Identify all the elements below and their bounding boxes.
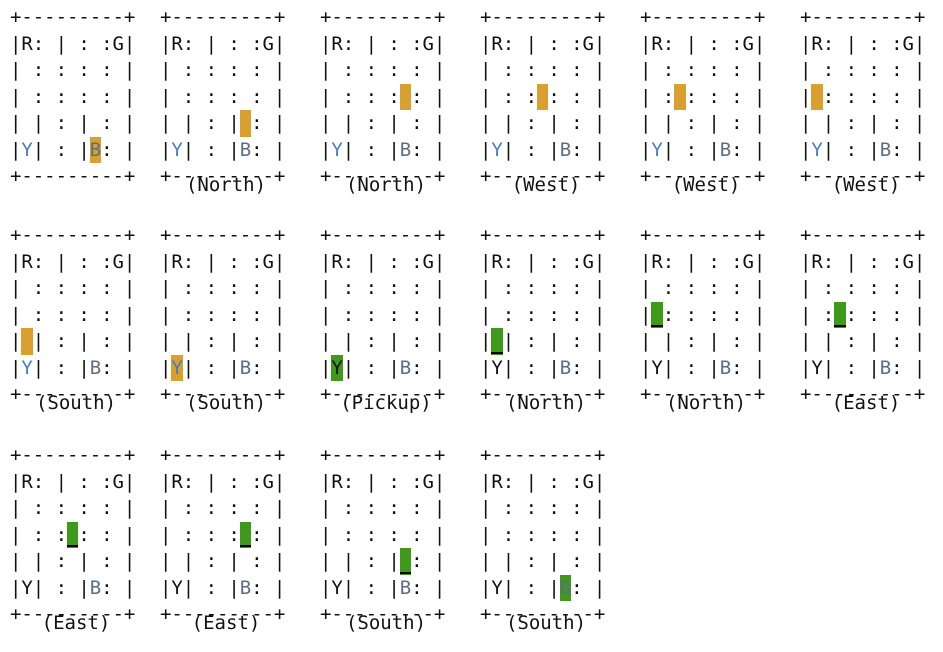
action-caption: (North) bbox=[185, 174, 267, 196]
action-caption: (West) bbox=[831, 174, 901, 196]
taxi-grid: +---------+|R: | : :G|| : : : : || : : :… bbox=[160, 444, 286, 625]
taxi-with-passenger: B bbox=[559, 574, 571, 601]
taxi-grid: +---------+|R: | : :G|| : : : : || : : :… bbox=[320, 444, 446, 625]
destination-location: B bbox=[89, 356, 102, 379]
passenger-location: Y bbox=[651, 138, 663, 161]
taxi-grid: +---------+|R: | : :G|| : : : : || : : :… bbox=[10, 224, 136, 405]
frame-16: +---------+|R: | : :G|| : : : : || : : :… bbox=[480, 442, 612, 647]
destination-location: B bbox=[879, 138, 892, 161]
taxi-grid: +---------+|R: | : :G|| : : : : || : : :… bbox=[800, 6, 926, 187]
destination-location: B bbox=[399, 576, 412, 599]
taxi-grid: +---------+|R: | : :G|| : : : : || : : :… bbox=[800, 224, 926, 405]
destination-location: B bbox=[399, 356, 412, 379]
frame-8: +---------+|R: | : :G|| : : : : || : : :… bbox=[160, 222, 292, 427]
destination-location: B bbox=[239, 138, 252, 161]
frame-7: +---------+|R: | : :G|| : : : : || : : :… bbox=[10, 222, 142, 427]
taxi-grid: +---------+|R: | : :G|| : : : : || : : :… bbox=[160, 6, 286, 187]
frame-13: +---------+|R: | : :G|| : : : : || : : :… bbox=[10, 442, 142, 647]
frame-12: +---------+|R: | : :G|| : : : : || : : :… bbox=[800, 222, 932, 427]
taxi-grid: +---------+|R: | : :G|| : : : : || : : :… bbox=[480, 224, 606, 405]
taxi-empty bbox=[399, 83, 412, 110]
taxi-empty bbox=[536, 83, 549, 110]
passenger-location: Y bbox=[331, 138, 343, 161]
destination-location: B bbox=[559, 356, 572, 379]
taxi-grid: +---------+|R: | : :G|| : : : : || : : :… bbox=[10, 444, 136, 625]
frame-10: +---------+|R: | : :G|| : : : : || : : :… bbox=[480, 222, 612, 427]
action-caption: (Pickup) bbox=[340, 392, 432, 414]
passenger-location: Y bbox=[811, 138, 823, 161]
taxi-with-passenger bbox=[239, 521, 252, 548]
taxi-grid: +---------+|R: | : :G|| : : : : || : : :… bbox=[480, 444, 606, 625]
destination-location: B bbox=[399, 138, 412, 161]
destination-location: B bbox=[719, 356, 732, 379]
frame-6: +---------+|R: | : :G|| : : : : || : : :… bbox=[800, 4, 932, 209]
taxi-with-passenger bbox=[66, 521, 79, 548]
frame-4: +---------+|R: | : :G|| : : : : || : : :… bbox=[480, 4, 612, 209]
action-caption: (South) bbox=[185, 392, 267, 414]
taxi-empty bbox=[674, 83, 686, 110]
taxi-empty: B bbox=[89, 136, 101, 163]
action-caption: (South) bbox=[35, 392, 117, 414]
action-caption: (North) bbox=[505, 392, 587, 414]
frame-14: +---------+|R: | : :G|| : : : : || : : :… bbox=[160, 442, 292, 647]
taxi-grid: +---------+|R: | : :G|| : : : : || : : :… bbox=[10, 6, 136, 187]
taxi-with-passenger: Y bbox=[331, 354, 343, 381]
action-caption: (South) bbox=[345, 612, 427, 634]
destination-location: B bbox=[239, 356, 252, 379]
taxi-grid: +---------+|R: | : :G|| : : : : || : : :… bbox=[640, 224, 766, 405]
frame-9: +---------+|R: | : :G|| : : : : || : : :… bbox=[320, 222, 452, 427]
action-caption: (East) bbox=[41, 612, 111, 634]
destination-location: B bbox=[559, 138, 572, 161]
taxi-with-passenger bbox=[399, 548, 412, 575]
destination-location: B bbox=[89, 576, 102, 599]
frame-3: +---------+|R: | : :G|| : : : : || : : :… bbox=[320, 4, 452, 209]
taxi-grid: +---------+|R: | : :G|| : : : : || : : :… bbox=[320, 224, 446, 405]
frame-11: +---------+|R: | : :G|| : : : : || : : :… bbox=[640, 222, 772, 427]
action-caption: (West) bbox=[671, 174, 741, 196]
passenger-location: Y bbox=[171, 138, 183, 161]
taxi-grid: +---------+|R: | : :G|| : : : : || : : :… bbox=[320, 6, 446, 187]
taxi-with-passenger bbox=[834, 301, 846, 328]
taxi-empty bbox=[811, 83, 823, 110]
destination-location: B bbox=[879, 356, 892, 379]
action-caption: (North) bbox=[665, 392, 747, 414]
destination-location: B bbox=[239, 576, 252, 599]
taxi-empty bbox=[21, 328, 33, 355]
frame-15: +---------+|R: | : :G|| : : : : || : : :… bbox=[320, 442, 452, 647]
frame-2: +---------+|R: | : :G|| : : : : || : : :… bbox=[160, 4, 292, 209]
action-caption: (South) bbox=[505, 612, 587, 634]
action-caption: (North) bbox=[345, 174, 427, 196]
taxi-empty bbox=[239, 110, 252, 137]
taxi-with-passenger bbox=[651, 301, 664, 328]
taxi-with-passenger bbox=[491, 328, 504, 355]
action-caption: (East) bbox=[191, 612, 261, 634]
taxi-grid: +---------+|R: | : :G|| : : : : || : : :… bbox=[480, 6, 606, 187]
taxi-grid: +---------+|R: | : :G|| : : : : || : : :… bbox=[160, 224, 286, 405]
frame-5: +---------+|R: | : :G|| : : : : || : : :… bbox=[640, 4, 772, 209]
action-caption: (East) bbox=[831, 392, 901, 414]
passenger-location: Y bbox=[491, 138, 503, 161]
action-caption: (West) bbox=[511, 174, 581, 196]
taxi-empty: Y bbox=[171, 354, 183, 381]
taxi-grid: +---------+|R: | : :G|| : : : : || : : :… bbox=[640, 6, 766, 187]
frame-1: +---------+|R: | : :G|| : : : : || : : :… bbox=[10, 4, 142, 209]
passenger-location: Y bbox=[21, 356, 33, 379]
passenger-location: Y bbox=[21, 138, 33, 161]
destination-location: B bbox=[719, 138, 732, 161]
